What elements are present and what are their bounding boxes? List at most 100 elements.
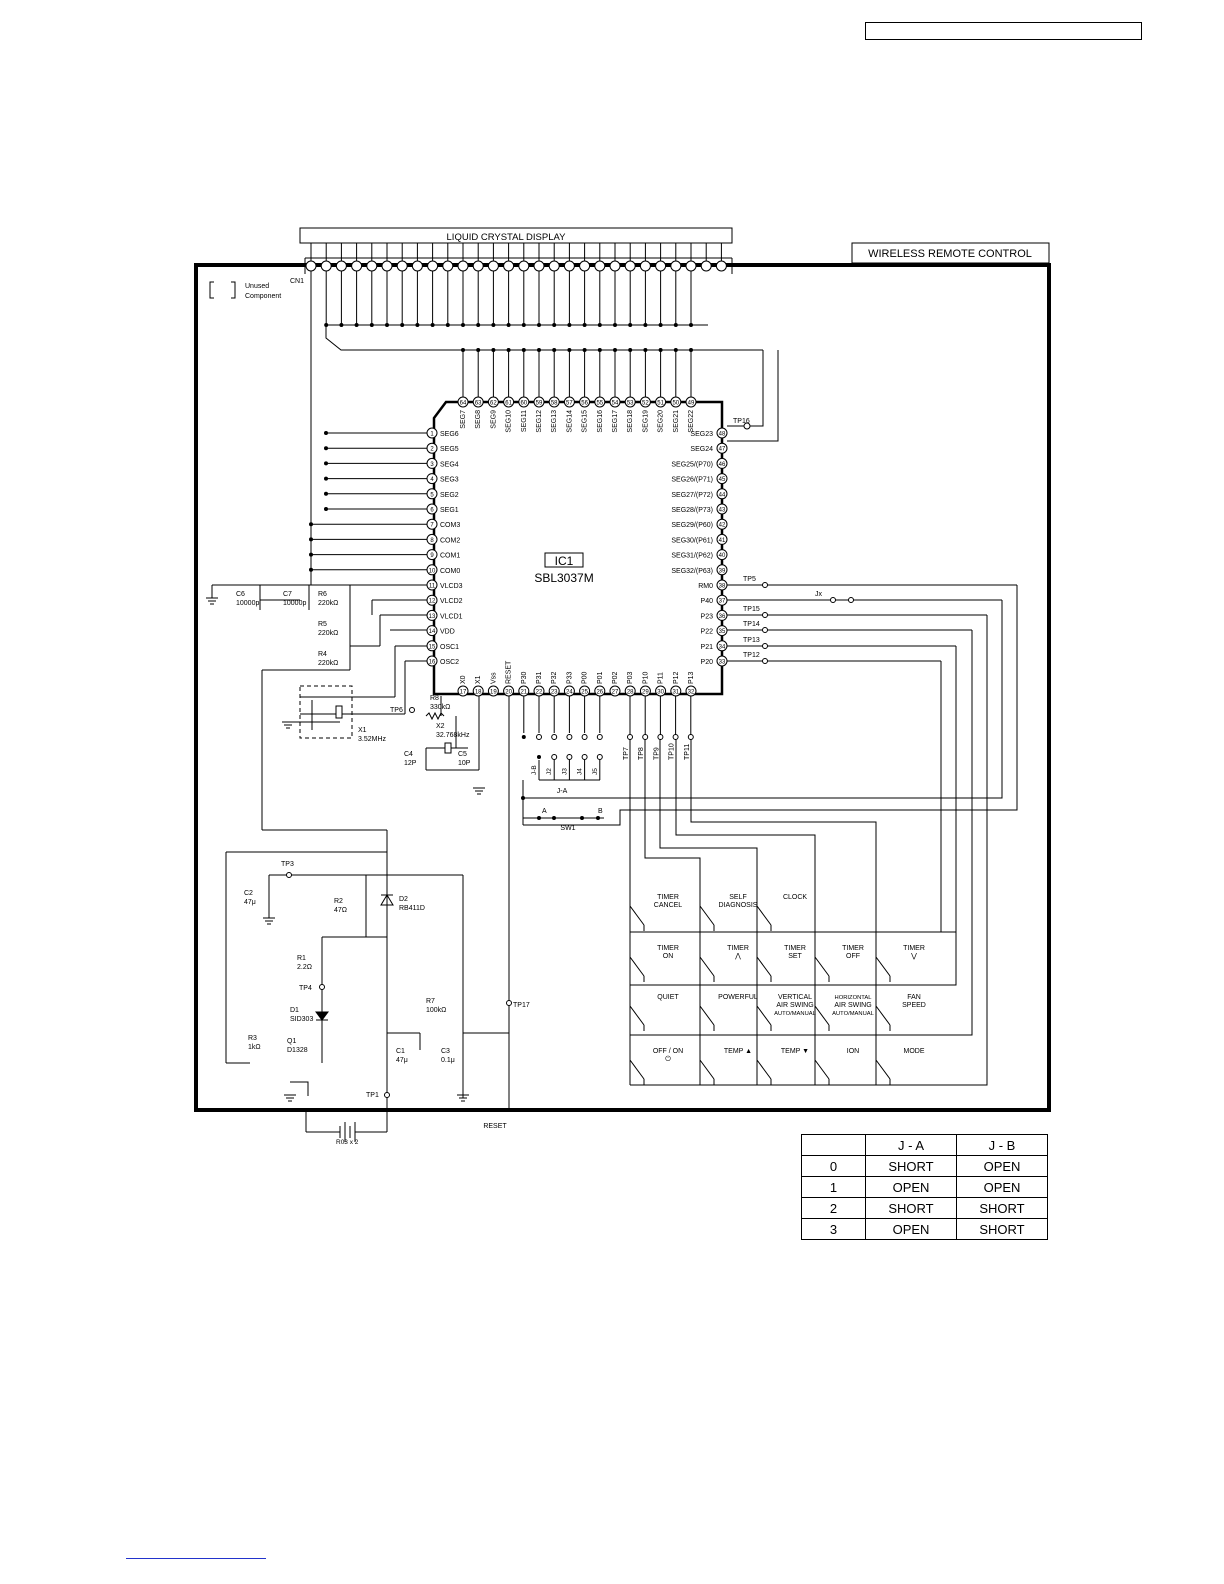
tp-right-label: TP12 [743, 652, 760, 659]
jx-contact [830, 597, 836, 603]
pin-number: 6 [430, 508, 434, 514]
ic-pin [426, 442, 438, 454]
ic-pin [579, 685, 591, 697]
tp-bottom-label: TP7 [623, 747, 630, 760]
pin-number: 48 [719, 432, 726, 438]
ic-part: SBL3037M [534, 571, 593, 585]
pin-name: VDD [440, 629, 455, 636]
pin-number: 5 [430, 492, 434, 498]
pin-number: 36 [719, 614, 726, 620]
pin-name: P33 [566, 671, 573, 684]
part-value-r1: 2.2Ω [297, 964, 312, 971]
key-switch [756, 905, 772, 926]
pin-name: SEG3 [440, 477, 459, 484]
ic-pin [548, 685, 560, 697]
junction-dot [537, 348, 541, 352]
connector-pin [427, 260, 439, 272]
tp-bottom-label: TP11 [684, 744, 691, 760]
pin-number: 3 [430, 462, 434, 468]
key-label: VERTICAL [778, 994, 812, 1001]
junction-dot [552, 348, 557, 352]
connector-pin [670, 260, 682, 272]
junction-dot [643, 348, 648, 352]
key-label: DIAGNOSIS [719, 902, 758, 909]
ic-pin [503, 685, 515, 697]
unused-note-1: Unused [245, 283, 269, 290]
key-label: SELF [729, 894, 747, 901]
ic-pin [426, 503, 438, 515]
key-switch [629, 905, 645, 926]
pin-name: SEG8 [475, 410, 482, 429]
ic-pin [426, 473, 438, 485]
pin-name: SEG1 [440, 507, 459, 514]
connector-pin [335, 260, 347, 272]
pin-name: SEG12 [536, 410, 543, 433]
pin-number: 16 [429, 660, 436, 666]
ic-pin [716, 473, 728, 485]
ic-pin [655, 396, 667, 408]
key-switch [756, 1059, 772, 1080]
junction-dot [613, 323, 617, 327]
ic-pin [716, 518, 728, 530]
ic-pin [457, 685, 469, 697]
pin-number: 20 [505, 690, 512, 696]
pin-number: 47 [719, 447, 726, 453]
ic-pin [716, 564, 728, 576]
pin-number: 25 [581, 690, 588, 696]
junction-dot [567, 323, 572, 327]
pin-number: 64 [460, 401, 467, 407]
ic-pin [426, 488, 438, 500]
ic-pin [716, 488, 728, 500]
key-switch [814, 1059, 830, 1080]
pin-name: SEG32/(P63) [671, 568, 713, 575]
key-label: TEMP ▼ [781, 1048, 809, 1055]
pin-number: 49 [688, 401, 695, 407]
connector-pin [503, 260, 515, 272]
pin-name: VLCD3 [440, 583, 463, 590]
key-label: TIMER [784, 945, 806, 952]
pin-name: SEG10 [506, 410, 513, 433]
junction-dot [521, 348, 526, 352]
test-point [762, 582, 768, 588]
connector-pin [518, 260, 530, 272]
ic-pin [639, 685, 651, 697]
pin-name: P32 [551, 671, 558, 684]
pin-name: SEG5 [440, 446, 459, 453]
part-value-r7: 100kΩ [426, 1007, 446, 1014]
part-value-c6: 10000p [236, 600, 259, 607]
part-ref-c2: C2 [244, 890, 253, 897]
junction-dot [304, 1108, 308, 1112]
ic-pin [426, 564, 438, 576]
key-label: TIMER [727, 945, 749, 952]
pin-name: P03 [627, 671, 634, 684]
tp-right-label: TP15 [743, 606, 760, 613]
ic-pin [716, 549, 728, 561]
pin-number: 7 [430, 523, 434, 529]
pin-name: P13 [688, 671, 695, 684]
key-label: ⋁ [910, 952, 917, 960]
tp17-label: TP17 [513, 1002, 530, 1009]
pin-number: 24 [566, 690, 573, 696]
junction-dot [324, 507, 328, 511]
junction-dot [582, 323, 587, 327]
key-label: AUTO/MANUAL [832, 1011, 875, 1017]
ic-body [432, 400, 724, 696]
junction-dot [521, 323, 526, 327]
part-ref-r6: R6 [318, 591, 327, 598]
junction-dot [369, 323, 374, 327]
pin-name: SEG9 [490, 410, 497, 429]
ic-ref: IC1 [555, 554, 574, 568]
junction-dot [521, 735, 526, 739]
junction-dot [552, 816, 556, 820]
connector-pin [715, 260, 727, 272]
test-point [596, 754, 603, 760]
key-switch [814, 956, 830, 977]
connector-pin [563, 260, 575, 272]
ic-pin [716, 427, 728, 439]
pin-number: 9 [430, 553, 434, 559]
ic-pin [426, 518, 438, 530]
part-value-c2: 47μ [244, 899, 256, 906]
ic-pin [487, 396, 499, 408]
junction-dot [309, 552, 313, 557]
